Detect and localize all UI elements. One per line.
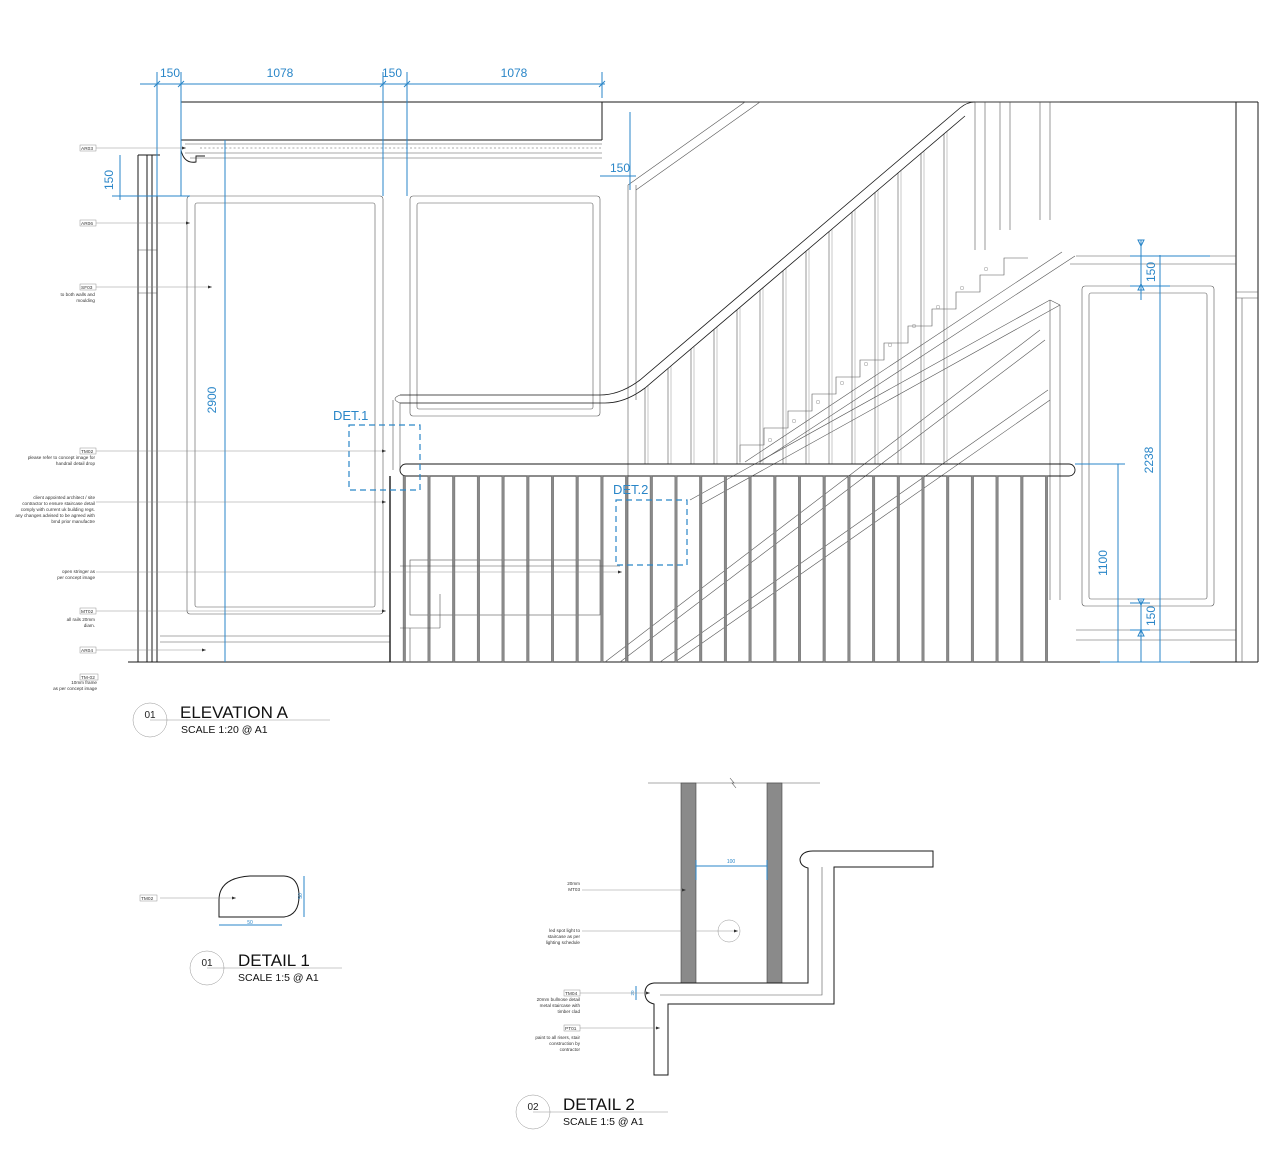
svg-text:diam.: diam. [84, 623, 95, 628]
note-ar03: AR03 [79, 144, 186, 152]
svg-text:AR06: AR06 [81, 221, 93, 227]
svg-text:02: 02 [527, 1102, 539, 1113]
note-ar04: AR04 [79, 646, 206, 654]
detail-1: TM02 50 50 [139, 875, 305, 926]
dim-height-2900: 2900 [205, 386, 219, 413]
dimension-texts: 150 1078 150 1078 150 150 2900 2238 1100… [102, 66, 1158, 626]
svg-text:SCALE 1:5 @ A1: SCALE 1:5 @ A1 [563, 1116, 644, 1128]
dim-right-150-bottom: 150 [1144, 606, 1158, 626]
note-tm-02: TM-02 10mm frame as per concept image [53, 673, 99, 691]
svg-text:AR03: AR03 [81, 146, 93, 152]
note-tm02: TM02 please refer to concept image for h… [28, 447, 386, 466]
title-detail-1: 01 DETAIL 1 SCALE 1:5 @ A1 [189, 950, 342, 986]
elevation-a [128, 101, 1259, 663]
svg-text:01: 01 [201, 958, 213, 969]
note-sf03: SF03 to both walls and moulding [61, 283, 212, 303]
svg-text:all rails 20mm: all rails 20mm [67, 617, 96, 622]
svg-text:TM02: TM02 [141, 896, 154, 902]
dim-right-150-top: 150 [1144, 262, 1158, 282]
svg-text:SF03: SF03 [81, 285, 93, 291]
svg-text:01: 01 [144, 710, 156, 721]
svg-text:SCALE 1:20 @ A1: SCALE 1:20 @ A1 [181, 724, 268, 736]
detail-2-notes: 20mm MT03 led spot light to staircase as… [535, 881, 686, 1052]
dim-right-1100: 1100 [1096, 550, 1110, 576]
svg-text:please refer to concept image: please refer to concept image for [28, 455, 96, 460]
svg-text:client appointed architect / s: client appointed architect / site [33, 495, 95, 500]
dim-right-2238: 2238 [1142, 446, 1156, 473]
dim-landing-150: 150 [610, 161, 630, 175]
svg-text:any changes advised to be agre: any changes advised to be agreed with [15, 513, 95, 518]
svg-text:50: 50 [298, 893, 304, 899]
svg-text:contractor: contractor [560, 1047, 581, 1052]
elevation-notes: AR03 AR06 SF03 to both walls and mouldin… [15, 144, 622, 691]
svg-text:staircase as per: staircase as per [548, 934, 581, 939]
note-open-stringer: open stringer as per concept image [57, 569, 622, 580]
det1-callout: DET.1 [333, 408, 368, 423]
dim-top-2: 1078 [267, 66, 294, 80]
svg-text:TM02: TM02 [81, 449, 94, 455]
svg-text:per concept image: per concept image [57, 575, 95, 580]
svg-text:bmd prior manufactre: bmd prior manufactre [51, 519, 95, 524]
svg-text:to both walls and: to both walls and [61, 292, 96, 297]
note-mt02: MT02 all rails 20mm diam. [67, 607, 386, 628]
svg-text:TM04: TM04 [565, 991, 578, 997]
title-elevation-a: 01 ELEVATION A SCALE 1:20 @ A1 [132, 702, 330, 738]
svg-text:moulding: moulding [76, 298, 95, 303]
svg-text:DETAIL 2: DETAIL 2 [563, 1095, 635, 1114]
svg-text:MT03: MT03 [568, 887, 580, 892]
svg-text:handrail detail drop: handrail detail drop [56, 461, 96, 466]
svg-text:paint to all risers, stair: paint to all risers, stair [535, 1035, 580, 1040]
svg-text:DETAIL 1: DETAIL 1 [238, 951, 310, 970]
dimension-lines [112, 72, 1210, 663]
detail-2: 100 20 [582, 777, 934, 1076]
svg-text:contractor to ensure staircase: contractor to ensure staircase detail [22, 501, 95, 506]
svg-text:10mm frame: 10mm frame [71, 680, 97, 685]
d2-note-tm04: TM04 20mm bullnose detail metal staircas… [537, 989, 650, 1014]
d2-note-led: led spot light to staircase as per light… [546, 928, 581, 945]
det2-callout: DET.2 [613, 482, 648, 497]
title-detail-2: 02 DETAIL 2 SCALE 1:5 @ A1 [515, 1094, 668, 1130]
d2-note-mt03: 20mm MT03 [567, 881, 686, 892]
svg-text:100: 100 [727, 859, 736, 865]
dim-top-3: 150 [382, 66, 402, 80]
svg-text:20mm bullnose detail: 20mm bullnose detail [537, 997, 580, 1002]
svg-text:as per concept image: as per concept image [53, 686, 97, 691]
svg-text:open stringer as: open stringer as [62, 569, 96, 574]
svg-text:PT01: PT01 [565, 1026, 577, 1032]
svg-text:20: 20 [630, 990, 635, 996]
svg-text:TM-02: TM-02 [81, 675, 95, 681]
svg-text:20mm: 20mm [567, 881, 580, 886]
dim-side-150: 150 [102, 170, 116, 190]
svg-text:timber clad: timber clad [558, 1009, 581, 1014]
svg-text:construction by: construction by [549, 1041, 581, 1046]
svg-text:comply with current uk buildin: comply with current uk building regs. [21, 507, 95, 512]
svg-text:metal staircase with: metal staircase with [540, 1003, 581, 1008]
svg-text:ELEVATION A: ELEVATION A [180, 703, 289, 722]
svg-text:50: 50 [247, 920, 253, 926]
svg-text:lighting schedule: lighting schedule [546, 940, 581, 945]
dim-top-1: 150 [160, 66, 180, 80]
svg-text:SCALE 1:5 @ A1: SCALE 1:5 @ A1 [238, 972, 319, 984]
d2-note-pt01: PT01 paint to all risers, stair construc… [535, 1024, 660, 1052]
note-ar06: AR06 [79, 219, 190, 227]
svg-text:led spot light to: led spot light to [549, 928, 580, 933]
dim-top-4: 1078 [501, 66, 528, 80]
svg-text:MT02: MT02 [81, 609, 94, 615]
note-building-regs: client appointed architect / site contra… [15, 495, 386, 524]
svg-text:AR04: AR04 [81, 648, 93, 654]
